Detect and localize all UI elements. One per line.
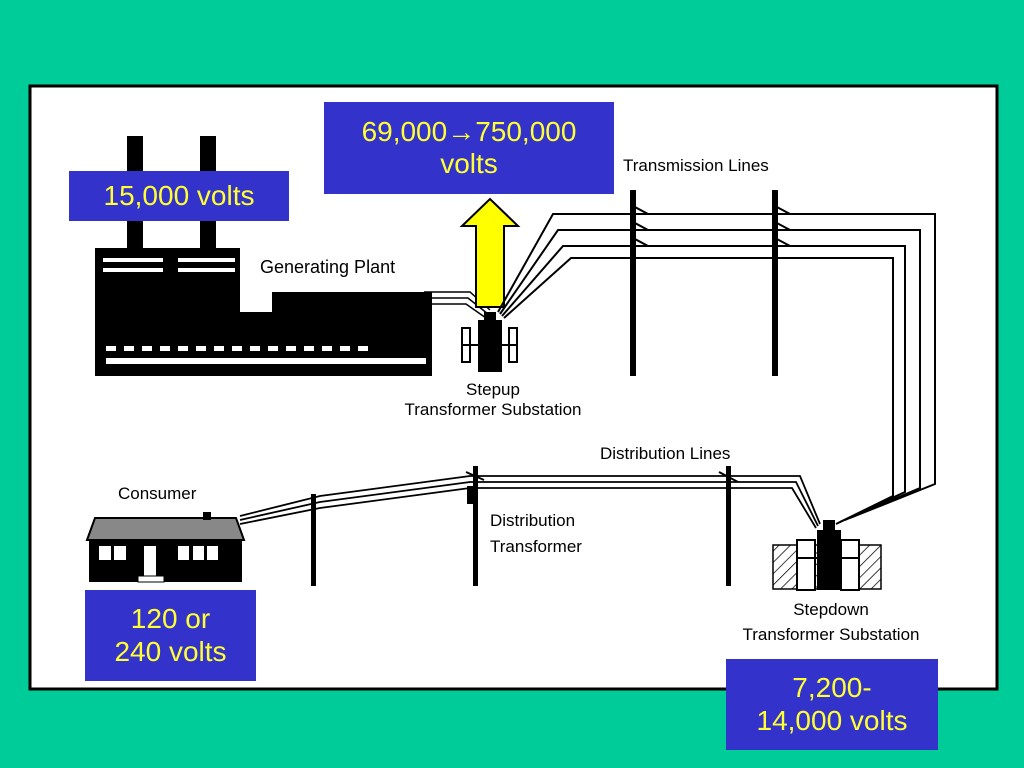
plant-voltage-callout: 15,000 volts <box>69 171 289 221</box>
consumer-voltage-callout: 120 or 240 volts <box>85 590 256 681</box>
generating-plant-icon <box>95 136 491 376</box>
transmission-tower <box>772 190 791 376</box>
consumer-house-icon <box>85 512 246 583</box>
transmission-voltage-callout: 69,000→750,000 volts <box>324 102 614 194</box>
distribution-lines-label: Distribution Lines <box>600 444 731 463</box>
transmission-lines-label: Transmission Lines <box>623 156 769 175</box>
stepup-substation-label: Stepup Transformer Substation <box>404 380 582 419</box>
stepdown-substation-icon <box>772 520 882 591</box>
generating-plant-label: Generating Plant <box>260 257 396 277</box>
voltage-increase-arrow <box>459 197 521 308</box>
transmission-tower <box>630 190 649 376</box>
transmission-lines <box>497 213 936 525</box>
distribution-pole <box>311 494 316 586</box>
stepdown-substation-label: Stepdown Transformer Substation <box>742 600 920 644</box>
distribution-pole <box>465 466 485 586</box>
consumer-label: Consumer <box>118 484 197 503</box>
distribution-transformer-label: Distribution Transformer <box>490 511 582 556</box>
distribution-voltage-callout: 7,200- 14,000 volts <box>726 659 938 750</box>
stepup-transformer-icon <box>461 312 518 372</box>
distribution-pole <box>718 466 739 586</box>
